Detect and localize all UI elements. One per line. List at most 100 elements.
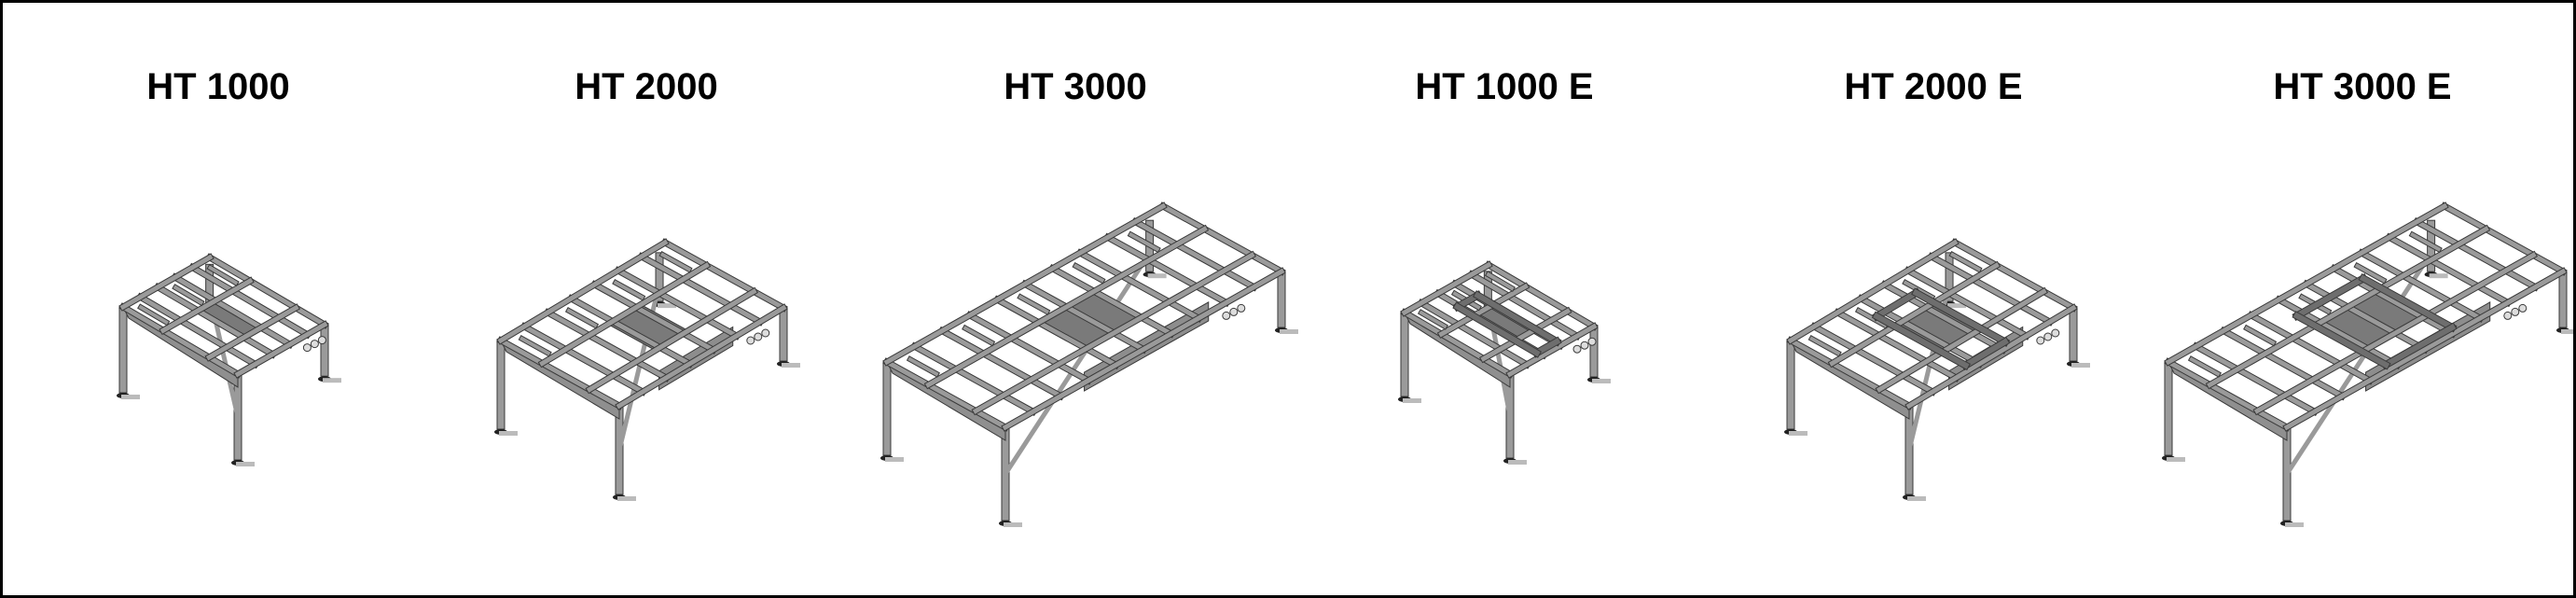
frame-bar <box>2382 323 2457 369</box>
frame-bar <box>2303 281 2429 353</box>
frame-bar <box>159 277 254 334</box>
frame-bar <box>1021 281 1147 353</box>
frame-bar <box>2410 231 2442 252</box>
frame-bar <box>2220 327 2346 399</box>
frame-bar <box>2331 265 2456 338</box>
frame-bar <box>1858 295 1983 368</box>
frame-bar <box>638 253 764 326</box>
frame-bar <box>1506 323 1598 378</box>
frame-bar <box>2207 226 2489 388</box>
frame-bar <box>544 309 670 382</box>
frame-bar <box>2292 312 2390 369</box>
frame-bar <box>1949 252 1982 272</box>
frame-bar <box>1132 218 1257 291</box>
floor-plate <box>2561 329 2573 334</box>
frame-bar <box>2283 268 2567 431</box>
frame-bar <box>2292 274 2368 320</box>
frame-bar <box>659 252 692 272</box>
frame-bar <box>615 267 741 340</box>
table-leg <box>320 324 329 377</box>
control-knob <box>2036 336 2045 345</box>
floor-plate <box>1789 431 1807 436</box>
frame-bar <box>1961 338 2009 369</box>
frame-bar <box>205 304 299 361</box>
table-illustration-ht-1000 <box>117 253 341 466</box>
floor-plate <box>617 496 636 501</box>
table-leg <box>2164 361 2173 456</box>
frame-bar <box>207 265 239 285</box>
frame-bar <box>539 262 710 367</box>
frame-bar <box>1468 271 1581 340</box>
floor-plate <box>1147 273 1167 279</box>
frame-bar <box>994 296 1119 369</box>
floor-plate <box>2285 522 2304 527</box>
floor-plate <box>658 303 677 309</box>
frame-bar <box>1912 288 2009 346</box>
table-leg <box>2558 271 2568 328</box>
frame-bar <box>911 342 1036 415</box>
table-leg <box>1589 326 1599 378</box>
frame-bar <box>1486 271 1515 291</box>
frame-bar <box>2253 252 2537 414</box>
frame-bar <box>2193 342 2318 415</box>
frame-bar <box>566 308 598 328</box>
floor-plate <box>323 378 341 383</box>
control-knob <box>1587 337 1597 346</box>
frame-bar <box>938 327 1064 399</box>
frame-bar <box>1787 337 1913 410</box>
table-illustration-ht-2000-e <box>1784 238 2090 501</box>
control-knob <box>2518 303 2528 313</box>
frame-bar <box>1904 267 2030 340</box>
frame-bar <box>1401 309 1514 378</box>
frame-bar <box>172 273 294 348</box>
frame-bar <box>1873 288 1920 321</box>
floor-plate <box>121 395 140 399</box>
frame-bar <box>188 264 311 339</box>
frame-bar <box>1787 239 1959 344</box>
frame-bar <box>1928 253 2054 326</box>
frame-bar <box>2359 274 2457 332</box>
frame-bar <box>1829 262 2000 367</box>
frame-bar <box>234 321 328 378</box>
floor-plate <box>2429 273 2448 279</box>
floor-plate <box>2071 363 2090 368</box>
model-title-ht-2000-e: HT 2000 E <box>1844 66 2023 107</box>
floor-plate <box>1508 460 1527 465</box>
frame-bar <box>2386 234 2512 306</box>
frame-bar <box>1809 336 1841 356</box>
frame-bar <box>2441 202 2567 275</box>
frame-bar <box>1453 302 1541 357</box>
control-knob <box>761 328 770 338</box>
frame-bar <box>883 202 1167 366</box>
floor-plate <box>1592 379 1611 383</box>
table-leg <box>1400 312 1409 397</box>
frame-bar <box>1018 294 1050 314</box>
control-knob <box>1580 341 1589 350</box>
frame-bar <box>616 304 787 410</box>
frame-bar <box>1049 265 1174 338</box>
model-title-ht-1000: HT 1000 <box>146 66 290 107</box>
frame-bar <box>138 304 169 326</box>
frame-bar <box>1810 323 1936 396</box>
frame-bar <box>568 295 693 368</box>
table-leg <box>2069 307 2078 362</box>
table-illustrations <box>117 202 2573 527</box>
frame-bar <box>206 254 328 328</box>
frame-bar <box>2414 218 2539 291</box>
table-leg <box>779 307 788 362</box>
table-leg <box>882 361 892 456</box>
floor-plate <box>1907 496 1926 501</box>
frame-bar <box>963 326 994 345</box>
frame-bar <box>883 358 1009 431</box>
frame-bar <box>907 356 939 377</box>
frame-bar <box>2165 358 2291 431</box>
frame-bar <box>2354 263 2387 284</box>
frame-bar <box>1073 263 1105 284</box>
frame-bar <box>1419 310 1447 329</box>
frame-bar <box>497 239 669 344</box>
frame-bar <box>966 312 1092 384</box>
control-knob <box>1229 307 1239 316</box>
frame-bar <box>119 303 242 378</box>
frame-bar <box>119 254 214 311</box>
control-knob <box>754 332 763 341</box>
